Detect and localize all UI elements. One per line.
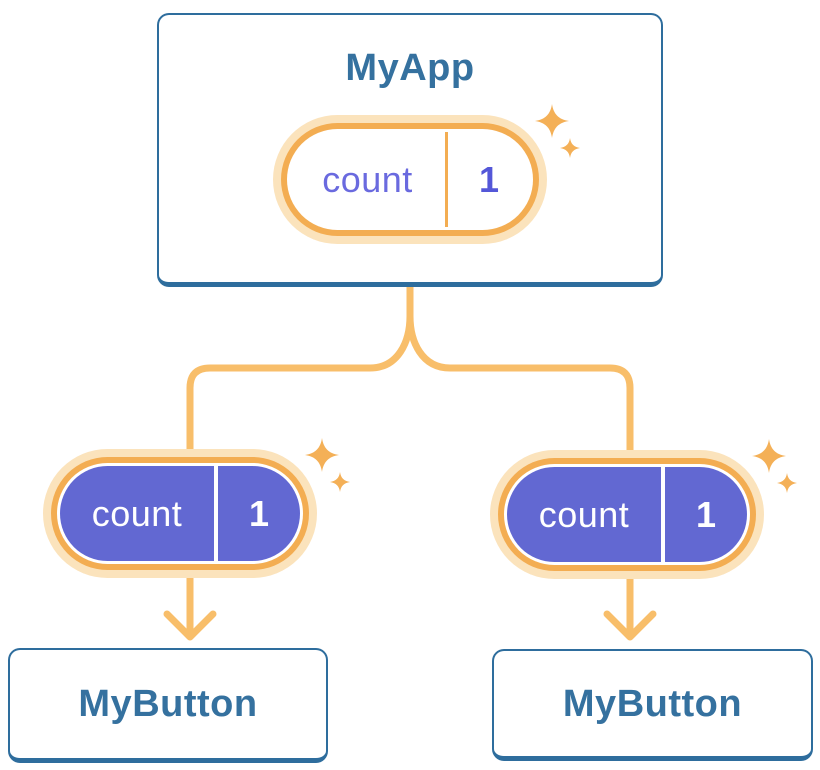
state-name-label: count — [91, 492, 183, 534]
state-pill-inner-gap: count 1 — [504, 464, 750, 565]
child-state-pill-left: count 1 — [43, 438, 350, 578]
state-pill-inner-gap: count 1 — [57, 463, 303, 564]
child-component-card-left: MyButton — [8, 648, 328, 763]
state-value-label: 1 — [695, 493, 717, 535]
pill-divider — [661, 467, 665, 562]
root-component-card: MyApp count 1 — [157, 13, 663, 287]
pill-divider — [445, 132, 448, 227]
connector-right-branch — [406, 282, 634, 634]
state-pill-outer-ring: count 1 — [490, 450, 764, 579]
root-component-title: MyApp — [345, 47, 475, 89]
state-pill-content: count 1 — [507, 467, 747, 562]
sparkle-icon — [752, 439, 797, 493]
state-value-label: 1 — [248, 492, 270, 534]
arrowhead-left-icon — [163, 610, 217, 641]
root-state-pill: count 1 — [273, 104, 580, 244]
sparkle-icon — [305, 438, 350, 492]
pill-divider — [214, 466, 218, 561]
state-pill-outer-ring: count 1 — [43, 449, 317, 578]
state-name-label: count — [322, 158, 413, 200]
sparkle-icon — [535, 104, 580, 158]
state-pill-content: count 1 — [60, 466, 300, 561]
state-pill-orange-ring: count 1 — [498, 458, 756, 571]
state-pill-orange-ring: count 1 — [51, 457, 309, 570]
child-component-card-right: MyButton — [492, 649, 813, 761]
child-component-title: MyButton — [562, 682, 743, 725]
state-value-label: 1 — [478, 158, 500, 200]
state-pill-outer-ring: count 1 — [273, 115, 547, 244]
state-pill-content: count 1 — [290, 132, 530, 227]
state-pill-orange-ring: count 1 — [281, 123, 539, 236]
child-component-title: MyButton — [78, 683, 258, 725]
state-name-label: count — [538, 493, 630, 535]
child-state-pill-right: count 1 — [490, 439, 797, 579]
state-pill-inner-gap: count 1 — [287, 129, 533, 230]
arrowhead-right-icon — [603, 610, 657, 641]
